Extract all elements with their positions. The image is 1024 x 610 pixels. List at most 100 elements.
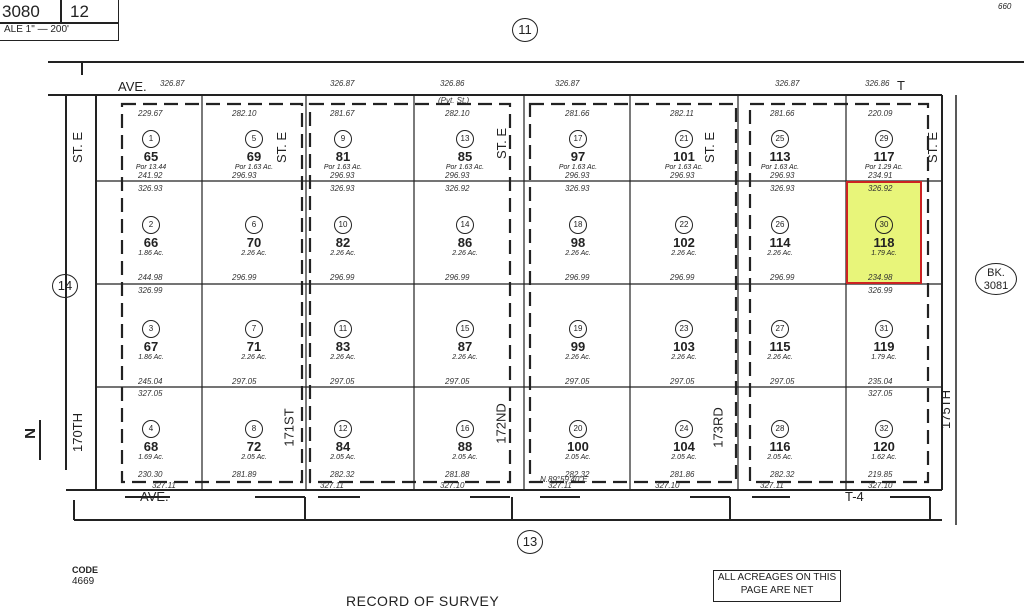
parcel-acreage: 2.26 Ac. <box>565 250 591 257</box>
lot-number: 22 <box>675 216 693 234</box>
parcel-number: 98 <box>570 235 586 250</box>
parcel-number: 85 <box>457 149 473 164</box>
dim-bottom-road: 327.11 <box>548 481 572 490</box>
dim-r1-bot: 296.93 <box>330 171 355 180</box>
lot-number: 19 <box>569 320 587 338</box>
dim-r1-bot: 241.92 <box>138 171 163 180</box>
dim-bottom-road: 327.10 <box>440 481 465 490</box>
parcel-number: 81 <box>335 149 351 164</box>
dim-r3-bot: 297.05 <box>565 377 590 386</box>
dim-r2-top: 326.92 <box>445 184 470 193</box>
street-bottom-right: T-4 <box>845 489 864 504</box>
lot-number: 13 <box>456 130 474 148</box>
lot-number: 12 <box>334 420 352 438</box>
dim-bottom-road: 327.11 <box>320 481 344 490</box>
lot-number: 17 <box>569 130 587 148</box>
parcel-acreage: 2.26 Ac. <box>565 354 591 361</box>
sheet-number: 12 <box>70 2 89 21</box>
parcel-number: 120 <box>873 439 895 454</box>
parcel-number: 113 <box>769 149 791 164</box>
parcel-acreage: 2.05 Ac. <box>452 454 478 461</box>
dim-bottom-road: 327.11 <box>152 481 176 490</box>
dim-bottom-road: 327.10 <box>655 481 680 490</box>
parcel-number: 67 <box>143 339 159 354</box>
dim-r4-bot: 219.85 <box>868 470 893 479</box>
parcel-number: 101 <box>673 149 695 164</box>
lot-number: 25 <box>771 130 789 148</box>
parcel-acreage: Por 1.63 Ac. <box>445 164 485 171</box>
street-st-e-2: ST. E <box>274 131 290 164</box>
parcel-number: 97 <box>570 149 586 164</box>
street-top-right: T <box>897 78 905 93</box>
parcel-acreage: Por 1.63 Ac. <box>323 164 363 171</box>
street-st-e-3: ST. E <box>494 127 510 160</box>
dim-r4-bot: 281.86 <box>670 470 695 479</box>
dim-top-road: 326.87 <box>330 79 355 88</box>
dim-r3-bot: 297.05 <box>445 377 470 386</box>
dim-r3-top: 326.99 <box>138 286 163 295</box>
dim-r1-top: 220.09 <box>868 109 893 118</box>
header-rule <box>0 22 118 24</box>
lot-number: 32 <box>875 420 893 438</box>
dim-r1-top: 282.11 <box>670 109 694 118</box>
lot-number: 14 <box>456 216 474 234</box>
parcel-acreage: 1.86 Ac. <box>138 250 164 257</box>
lot-number: 5 <box>245 130 263 148</box>
lot-number: 11 <box>334 320 352 338</box>
parcel-acreage: 2.26 Ac. <box>241 354 267 361</box>
parcel-acreage: Por 1.63 Ac. <box>664 164 704 171</box>
dim-r2-bot: 296.99 <box>670 273 695 282</box>
dim-r4-bot: 282.32 <box>330 470 355 479</box>
book-ref: BK. 3081 <box>975 263 1017 295</box>
parcel-acreage: Por 1.63 Ac. <box>234 164 274 171</box>
dim-r1-bot: 296.93 <box>445 171 470 180</box>
parcel-number: 82 <box>335 235 351 250</box>
dim-r3-bot: 235.04 <box>868 377 893 386</box>
dim-r1-bot: 234.91 <box>868 171 893 180</box>
dim-r4-bot: 230.30 <box>138 470 163 479</box>
dim-top-road: 326.87 <box>555 79 580 88</box>
lot-number: 30 <box>875 216 893 234</box>
parcel-acreage: 2.05 Ac. <box>241 454 267 461</box>
book-ref-label: BK. <box>987 267 1005 279</box>
dim-top-road: 326.87 <box>775 79 800 88</box>
parcel-number: 103 <box>673 339 695 354</box>
parcel-number: 100 <box>567 439 589 454</box>
parcel-acreage: 2.05 Ac. <box>767 454 793 461</box>
parcel-number: 116 <box>769 439 791 454</box>
parcel-acreage: 2.05 Ac. <box>565 454 591 461</box>
page-number: 3080 <box>2 2 40 21</box>
